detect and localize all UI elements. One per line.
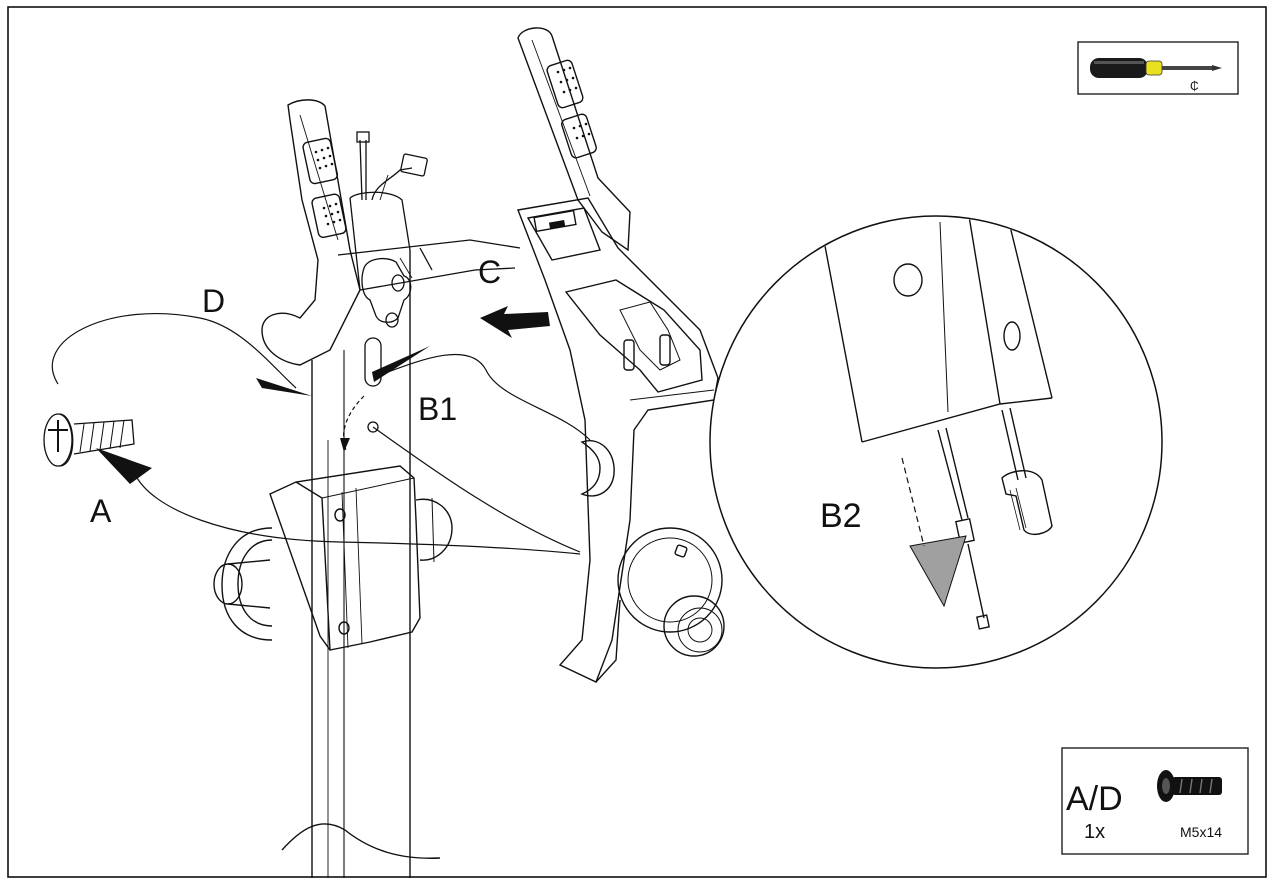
parts-ref: A/D bbox=[1066, 780, 1123, 818]
down-arrow-small bbox=[340, 438, 350, 452]
sweep-lines bbox=[51, 313, 581, 555]
zoom-detail bbox=[629, 215, 1163, 669]
parts-qty: 1x bbox=[1084, 821, 1105, 843]
tool-box: ₵ bbox=[1077, 41, 1239, 95]
label-c: C bbox=[478, 254, 501, 290]
zoom-leader bbox=[629, 389, 715, 401]
parts-size: M5x14 bbox=[1180, 824, 1222, 840]
b2-gray-arrow bbox=[909, 535, 967, 608]
b1-pointer-arrow bbox=[372, 346, 430, 382]
a-pointer-arrow bbox=[96, 448, 152, 484]
screwdriver-icon bbox=[1090, 58, 1222, 78]
label-d: D bbox=[202, 283, 225, 319]
label-a: A bbox=[90, 493, 112, 529]
b2-dashed-line bbox=[901, 457, 925, 547]
console-mast bbox=[517, 27, 725, 683]
parts-box: A/D 1x M5x14 bbox=[1061, 747, 1249, 855]
left-handlebar bbox=[261, 99, 361, 366]
diagram-frame bbox=[7, 6, 1267, 878]
label-b2: B2 bbox=[820, 497, 862, 535]
screw-icon bbox=[43, 413, 135, 467]
label-b1: B1 bbox=[418, 391, 457, 427]
crossbar bbox=[337, 239, 521, 328]
upright-post bbox=[281, 250, 441, 878]
d-pointer-arrow bbox=[256, 378, 312, 396]
cable-b1 bbox=[379, 353, 591, 441]
bolt-icon bbox=[1157, 770, 1222, 802]
tool-size-mark: ₵ bbox=[1190, 79, 1199, 93]
front-bracket bbox=[213, 465, 453, 651]
top-tube-wires bbox=[349, 131, 428, 291]
c-direction-arrow bbox=[480, 306, 550, 338]
